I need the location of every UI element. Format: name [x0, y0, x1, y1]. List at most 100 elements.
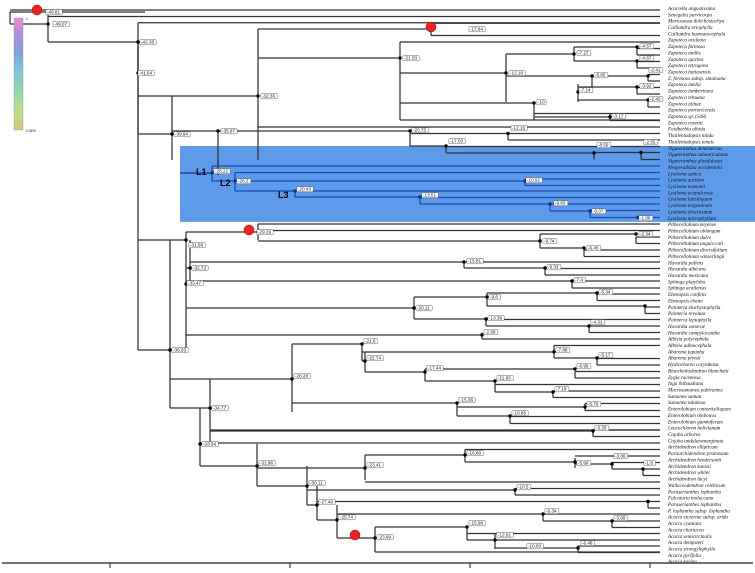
node-label-box: [191, 265, 209, 271]
node-label-box: [256, 229, 274, 235]
node-label-box: [594, 425, 610, 431]
taxon-label: Hydrochorea corymbosa: [667, 362, 719, 368]
node-label-box: [590, 319, 606, 325]
node-age-label: -42.38: [141, 40, 154, 45]
node-label-box: [643, 460, 656, 466]
taxon-label: Zapoteca sp. (508): [668, 113, 707, 120]
taxon-label: Lysiloma sabicu: [667, 171, 702, 177]
taxon-label: Paraserianthes lophantha: [667, 489, 722, 495]
taxon-label: Viguieranthus densinervus: [668, 146, 722, 152]
node-label-box: [366, 355, 384, 361]
legend-top-label: 1: [26, 17, 28, 21]
node-age-label: -5.99: [578, 461, 589, 466]
node-label-box: [586, 245, 602, 251]
node-age-label: -15.81: [468, 259, 481, 264]
node-label-box: [296, 186, 314, 192]
taxon-label: Havardia campylacantha: [667, 330, 720, 336]
node-label-box: [318, 499, 336, 505]
node-label-box: [186, 280, 204, 286]
node-label-box: [448, 138, 466, 144]
taxon-label: Archidendron lucyi: [667, 477, 708, 483]
node-age-label: -1.88: [640, 216, 651, 221]
node-label-box: [468, 520, 486, 526]
taxon-label: Archidendron kanisii: [667, 464, 711, 470]
node-age-label: -21.6: [365, 339, 376, 344]
node-label-box: [639, 83, 655, 89]
taxon-label: Abarema piresii: [667, 356, 701, 362]
taxon-label: Acacia cyanians: [667, 521, 702, 527]
node-age-label: -7.4: [575, 278, 583, 283]
node-label-box: [613, 515, 629, 521]
taxon-label: Sphinga acatlensis: [668, 286, 706, 292]
taxon-label: Thailentadopsis tenuis: [668, 139, 714, 145]
node-age-label: -2.89: [485, 330, 496, 335]
node-age-label: -12.16: [510, 71, 523, 76]
node-label-box: [483, 329, 499, 335]
taxon-label: Thailentadopsis nitida: [668, 133, 714, 139]
taxon-label: Samanea tubulosa: [668, 400, 706, 406]
node-age-label: -10.03: [528, 544, 541, 549]
node-age-label: -10.5: [518, 485, 529, 490]
taxon-label: Abarema jupunba: [667, 349, 705, 355]
node-label-box: [586, 401, 602, 407]
node-label-box: [338, 514, 356, 520]
taxon-label: Zapoteca ravenii: [668, 120, 703, 126]
node-age-label: -9.34: [546, 509, 557, 514]
node-age-label: -31.58: [190, 243, 203, 248]
taxon-label: Mariosousa dolichostachya: [667, 19, 725, 25]
node-age-label: -9.74: [544, 239, 555, 244]
node-age-label: -49.07: [54, 22, 67, 27]
node-label-box: [613, 453, 629, 459]
taxon-label: Pithecellobium dulce: [667, 235, 712, 241]
node-age-label: -32.36: [262, 94, 275, 99]
taxon-label: Ebenopsis confinis: [667, 291, 706, 298]
node-age-label: -28.22: [215, 169, 228, 174]
taxon-label: Ebenopsis ebano: [667, 298, 703, 304]
taxon-label: Paraserianthes lophantha: [667, 502, 722, 508]
node-label-box: [638, 215, 654, 221]
taxon-label: Zapoteca portoricensis: [668, 108, 715, 114]
node-age-label: -7.19: [556, 387, 567, 392]
node-age-label: -2.55: [645, 140, 656, 145]
taxon-label: Archidendron whitei: [667, 470, 710, 476]
node-label-box: [173, 131, 191, 137]
internal-node-markers: [46, 22, 650, 550]
node-age-label: -13.51: [423, 193, 436, 198]
node-age-label: -20.11: [417, 306, 430, 311]
node-age-label: -13.39: [489, 316, 502, 321]
node-label-box: [415, 305, 433, 311]
taxon-label: Painteria elachystophylla: [667, 305, 721, 311]
taxon-label: Falcataria moluccana: [667, 496, 714, 502]
taxon-label: Zapoteca media: [668, 82, 701, 88]
taxon-label: Zapoteca mollis: [668, 50, 701, 56]
node-age-label: -9.83: [555, 201, 566, 206]
taxon-label: Zapoteca alinae: [668, 101, 702, 107]
taxon-label: Pithecellobium keyense: [667, 222, 717, 228]
node-age-label: -22.74: [368, 356, 381, 361]
node-label-box: [363, 338, 379, 344]
node-label-box: [258, 460, 276, 466]
calibration-marker: [349, 529, 361, 541]
node-label-box: [510, 125, 528, 131]
node-label-box: [487, 315, 505, 321]
taxon-label: Zygia racemosa: [668, 375, 701, 381]
node-label-box: [536, 99, 547, 105]
taxon-label: Zapoteca batiasensis: [668, 70, 711, 76]
taxon-label: Zapoteca tehuana: [668, 95, 705, 101]
taxon-label: Hesperalbizia occidentalis: [667, 165, 722, 171]
taxon-label: Acacia pyrifolia: [667, 552, 701, 559]
taxon-label: Viguieranthus subauriculatus: [668, 152, 728, 158]
taxon-label: Archidendron ellipticum: [667, 445, 718, 451]
taxon-label: Z. formosa subsp. sinaloana: [668, 75, 726, 82]
taxon-label: Albizia adinocephala: [667, 343, 712, 349]
node-age-label: -26.2: [238, 179, 249, 184]
taxon-label: Acaciella angustissima: [667, 6, 716, 12]
node-label-box: [648, 67, 664, 73]
node-label-box: [488, 294, 501, 300]
taxon-label: Zapoteca lambertiana: [668, 89, 714, 95]
node-age-label: -20.76: [413, 128, 426, 133]
node-age-label: -7.14: [580, 88, 591, 93]
